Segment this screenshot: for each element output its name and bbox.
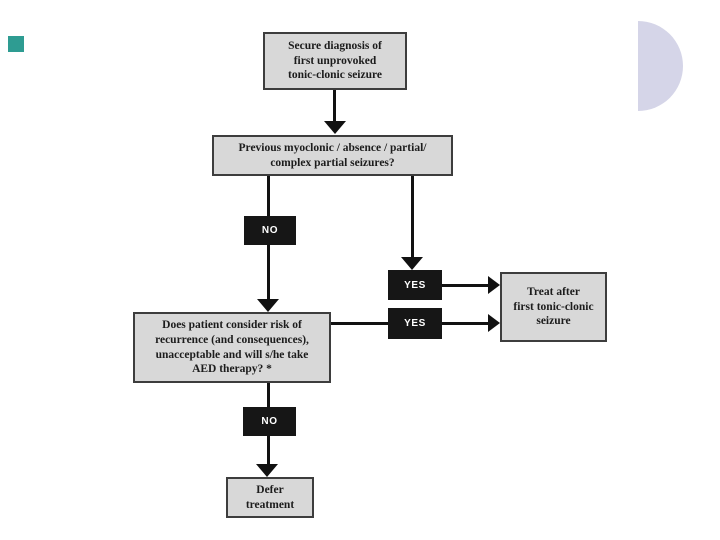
branch-label-no-2: NO bbox=[243, 407, 296, 436]
arrowhead-right-icon bbox=[488, 314, 500, 332]
node-secure-diagnosis: Secure diagnosis of first unprovoked ton… bbox=[263, 32, 407, 90]
arrowhead-right-icon bbox=[488, 276, 500, 294]
decorative-semicircle bbox=[638, 21, 683, 111]
node-previous-seizures: Previous myoclonic / absence / partial/ … bbox=[212, 135, 453, 176]
arrowhead-down-icon bbox=[257, 299, 279, 312]
connector-yes1-to-treat bbox=[442, 284, 490, 287]
decorative-square bbox=[8, 36, 24, 52]
branch-label-no-1: NO bbox=[244, 216, 296, 245]
branch-label-yes-1: YES bbox=[388, 270, 442, 300]
node-defer-treatment: Defer treatment bbox=[226, 477, 314, 518]
connector-previous-yes-branch bbox=[411, 176, 414, 258]
connector-risk-to-yes2 bbox=[331, 322, 388, 325]
node-consider-risk: Does patient consider risk of recurrence… bbox=[133, 312, 331, 383]
arrowhead-down-icon bbox=[256, 464, 278, 477]
branch-label-yes-2: YES bbox=[388, 308, 442, 339]
connector-secure-to-previous bbox=[333, 90, 336, 122]
arrowhead-down-icon bbox=[324, 121, 346, 134]
node-treat-after: Treat after first tonic-clonic seizure bbox=[500, 272, 607, 342]
connector-yes2-to-treat bbox=[442, 322, 488, 325]
arrowhead-down-icon bbox=[401, 257, 423, 270]
